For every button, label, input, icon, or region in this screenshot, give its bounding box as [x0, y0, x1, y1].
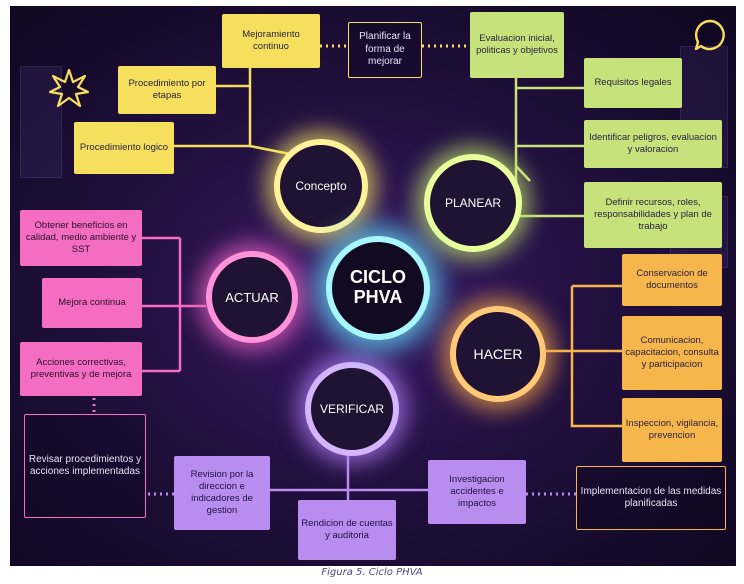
- requisitos-legales-box: Requisitos legales: [584, 58, 682, 108]
- revisar-procedimientos-box: Revisar procedimientos y acciones implem…: [24, 414, 146, 518]
- sparkle-icon: [48, 68, 90, 108]
- acciones-correctivas-box: Acciones correctivas, preventivas y de m…: [20, 342, 142, 396]
- identificar-peligros-box: Identificar peligros, evaluacion y valor…: [584, 120, 722, 168]
- actuar-circle: ACTUAR: [206, 251, 298, 343]
- hacer-circle: HACER: [450, 306, 546, 402]
- inspeccion-box: Inspeccion, vigilancia, prevencion: [622, 398, 722, 462]
- investigacion-accidentes-box: Investigacion accidentes e impactos: [428, 460, 526, 524]
- rendicion-cuentas-box: Rendicion de cuentas y auditoria: [298, 500, 396, 560]
- evaluacion-inicial-box: Evaluacion inicial, politicas y objetivo…: [470, 12, 564, 78]
- diagram-canvas: Mejoramiento continuo Procedimiento por …: [10, 6, 736, 566]
- speech-bubble-icon: [694, 19, 725, 51]
- center-title-line1: CICLO: [350, 267, 406, 288]
- implementacion-medidas-box: Implementacion de las medidas planificad…: [576, 466, 726, 530]
- obtener-beneficios-box: Obtener beneficios en calidad, medio amb…: [20, 210, 142, 266]
- procedimiento-logico-box: Procedimiento logico: [74, 122, 174, 174]
- center-title-line2: PHVA: [353, 287, 403, 307]
- background-window: [20, 66, 62, 178]
- comunicacion-box: Comunicacion, capacitacion, consulta y p…: [622, 316, 722, 390]
- definir-recursos-box: Definir recursos, roles, responsabilidad…: [584, 182, 722, 248]
- planificar-mejorar-box: Planificar la forma de mejorar: [348, 22, 422, 78]
- connector-lines: [92, 44, 622, 506]
- procedimiento-etapas-box: Procedimiento por etapas: [118, 66, 216, 114]
- concepto-circle: Concepto: [274, 139, 368, 233]
- revision-direccion-box: Revision por la direccion e indicadores …: [174, 456, 270, 530]
- figure-caption: Figura 5. Ciclo PHVA: [321, 567, 423, 578]
- mejora-continua-box: Mejora continua: [42, 278, 142, 328]
- planear-circle: PLANEAR: [424, 154, 522, 252]
- mejoramiento-continuo-box: Mejoramiento continuo: [222, 14, 320, 68]
- verificar-circle: VERIFICAR: [305, 362, 399, 456]
- conservacion-documentos-box: Conservacion de documentos: [622, 254, 722, 306]
- ciclo-phva-center: CICLO PHVA: [326, 236, 430, 340]
